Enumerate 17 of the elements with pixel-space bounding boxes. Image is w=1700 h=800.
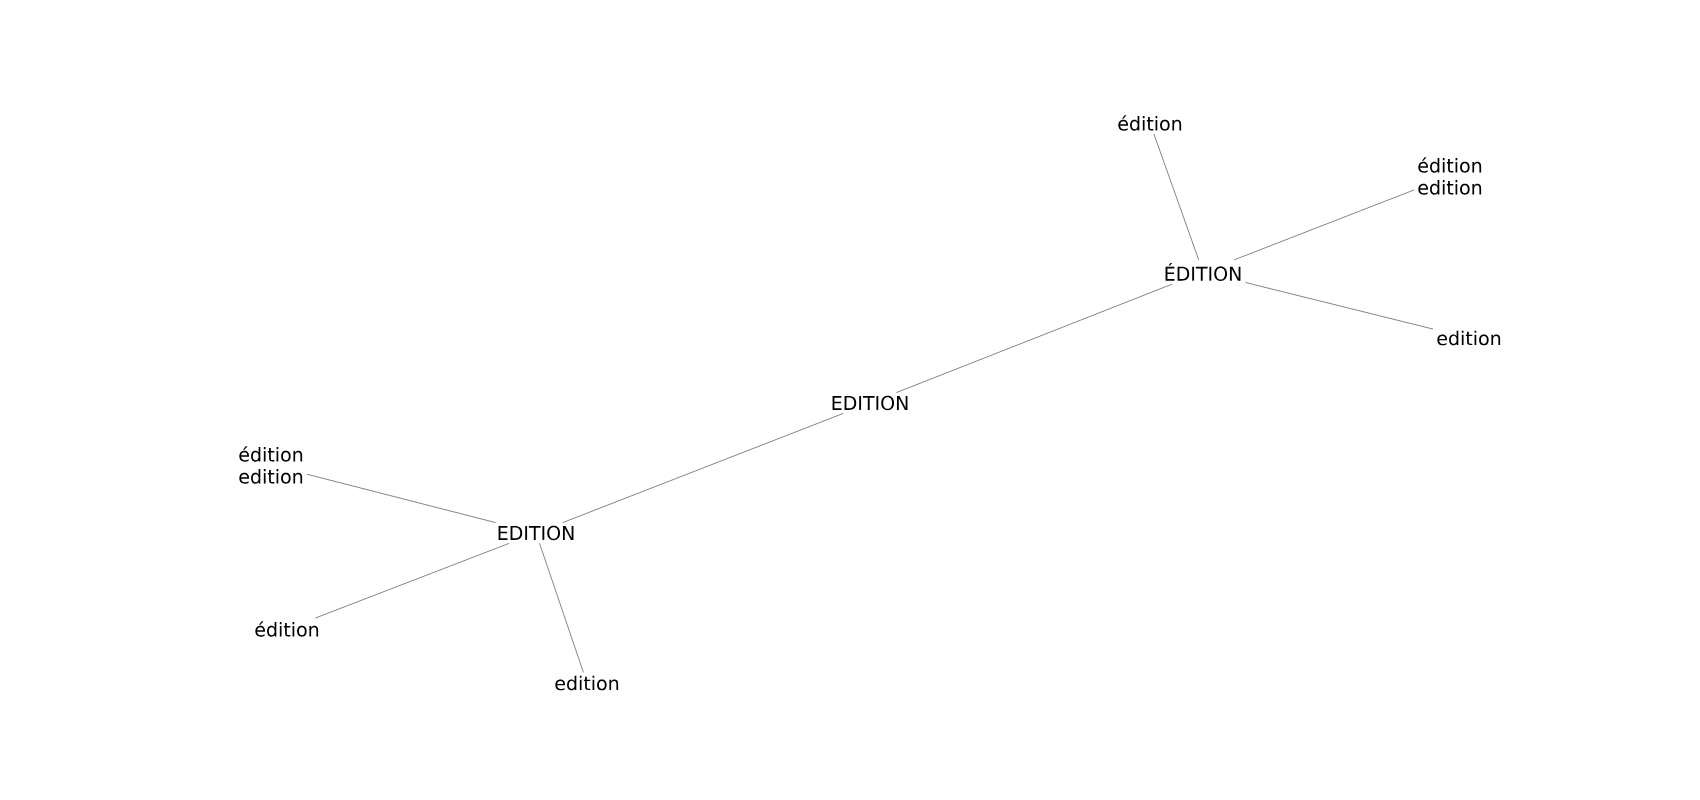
word-label: edition: [1437, 330, 1501, 346]
connector-line: [539, 542, 584, 673]
connector-line: [314, 542, 510, 619]
word-label: édition edition: [239, 446, 303, 484]
connector-line: [306, 473, 496, 524]
word-label: édition: [1118, 115, 1182, 131]
word-label: EDITION: [832, 395, 908, 411]
word-label: édition edition: [1418, 157, 1482, 195]
connector-line: [1245, 282, 1434, 330]
word-label: edition: [555, 675, 619, 691]
connector-line: [1153, 133, 1200, 261]
connector-line: [1233, 189, 1415, 261]
word-label: ÉDITION: [1165, 263, 1241, 281]
word-label: édition: [255, 621, 319, 637]
connector-line: [562, 412, 844, 524]
connector-line: [895, 283, 1173, 394]
word-label: EDITION: [498, 525, 574, 541]
